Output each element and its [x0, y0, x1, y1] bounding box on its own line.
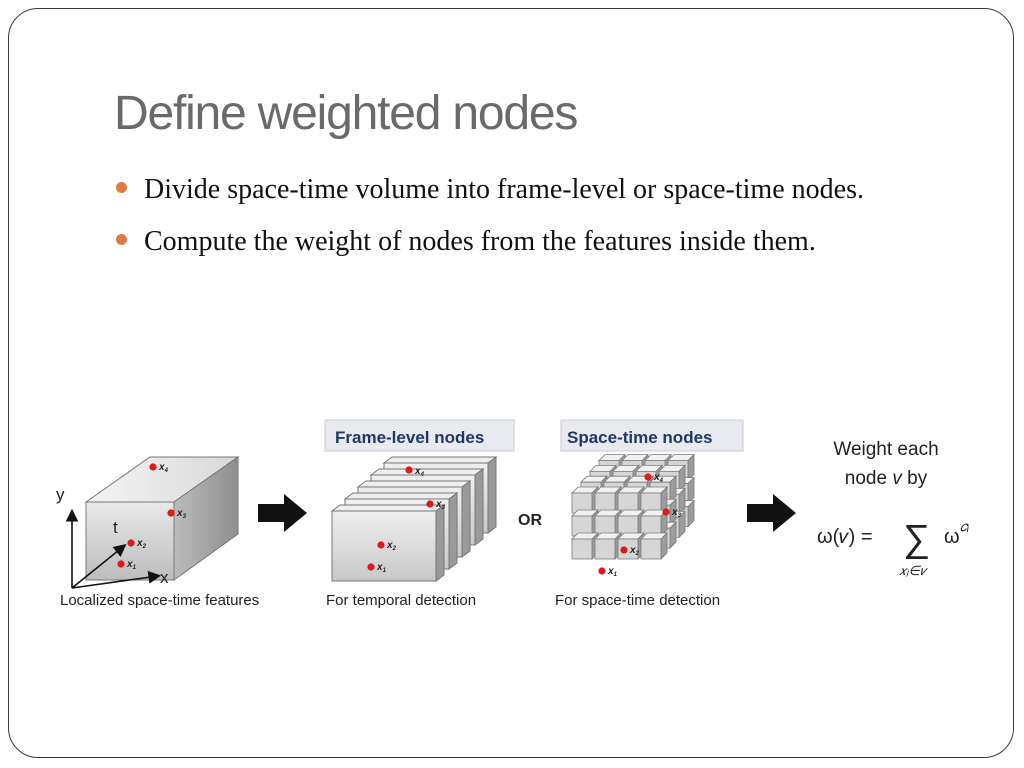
space-time-nodes: Space-time nodes x4 x3 x2 x1 For space-t… — [555, 419, 744, 609]
space-time-node-cube — [571, 509, 599, 537]
feature-label: x2 — [136, 538, 147, 550]
slide-frame — [8, 8, 1014, 758]
feature-point — [620, 546, 628, 554]
bullet-item: Compute the weight of nodes from the fea… — [114, 220, 974, 264]
feature-label: x3 — [671, 507, 682, 519]
spacetime-header-box — [560, 419, 744, 452]
space-time-node-cube — [617, 486, 645, 514]
bullet-dot-icon — [116, 234, 127, 245]
feature-label: x3 — [435, 499, 446, 511]
frame-stack — [330, 456, 498, 582]
space-time-node-cube — [594, 509, 622, 537]
spacetime-caption: For space-time detection — [555, 592, 720, 609]
feature-label: x1 — [126, 559, 137, 571]
space-time-node-cube — [594, 486, 622, 514]
t-axis-label: t — [113, 518, 118, 537]
feature-label: x4 — [653, 472, 664, 484]
formula-sum-symbol: ∑ — [903, 518, 930, 560]
feature-point — [598, 567, 606, 575]
bullet-dot-icon — [116, 182, 127, 193]
weight-text-line1: Weight each — [833, 439, 938, 460]
feature-point — [405, 466, 413, 474]
space-time-node-cube — [640, 532, 668, 560]
space-time-node-cube — [640, 486, 668, 514]
formula-sum-subscript: 𝑥ⱼ∈𝑣 — [899, 563, 929, 578]
space-time-node-cube — [594, 532, 622, 560]
slide-title: Define weighted nodes — [114, 87, 578, 140]
space-time-volume: y t x x4 x3 x2 x1 Localized space-time f… — [56, 456, 259, 609]
t-axis — [71, 543, 127, 589]
right-arrow-icon — [258, 494, 307, 532]
feature-point — [167, 509, 175, 517]
feature-label: x3 — [176, 508, 187, 520]
bullet-item: Divide space-time volume into frame-leve… — [114, 168, 974, 212]
feature-point — [127, 539, 135, 547]
frame-header-label: Frame-level nodes — [335, 428, 484, 447]
weight-formula-block: Weight each node v by ω(𝑣) = ∑ 𝑥ⱼ∈𝑣 ω 𝑐ᵢ — [817, 439, 969, 578]
formula-omega: ω — [944, 526, 960, 548]
frame-header-box — [324, 419, 515, 452]
feature-label: x2 — [386, 540, 397, 552]
formula-lhs: ω(𝑣) = — [817, 526, 873, 548]
bullet-text: Compute the weight of nodes from the fea… — [144, 226, 816, 257]
volume-caption: Localized space-time features — [60, 592, 259, 609]
feature-label: x4 — [158, 462, 169, 474]
space-time-node-cube — [617, 509, 645, 537]
space-time-node-cube — [571, 532, 599, 560]
feature-point — [367, 563, 375, 571]
frame-level-nodes: Frame-level nodes — [324, 419, 515, 609]
bullet-text: Divide space-time volume into frame-leve… — [144, 174, 864, 205]
feature-point — [149, 463, 157, 471]
y-axis-label: y — [56, 485, 65, 504]
feature-point — [644, 473, 652, 481]
feature-label: x2 — [629, 545, 640, 557]
spacetime-header-label: Space-time nodes — [567, 428, 713, 447]
feature-point — [377, 541, 385, 549]
right-arrow-icon — [747, 494, 796, 532]
x-axis-label: x — [160, 568, 169, 587]
feature-label: x1 — [607, 566, 618, 578]
feature-point — [117, 560, 125, 568]
feature-point — [426, 500, 434, 508]
frame-caption: For temporal detection — [326, 592, 476, 609]
feature-label: x1 — [376, 562, 387, 574]
feature-point — [662, 508, 670, 516]
x-axis — [71, 570, 162, 589]
spacetime-features: x4 x3 x2 x1 — [598, 472, 682, 578]
or-label: OR — [518, 512, 542, 529]
bullet-list: Divide space-time volume into frame-leve… — [114, 168, 974, 272]
formula-exponent: 𝑐ᵢ — [960, 518, 969, 534]
feature-label: x4 — [414, 466, 425, 478]
space-time-node-cube — [571, 486, 599, 514]
weight-text-line2: node v by — [845, 468, 928, 489]
